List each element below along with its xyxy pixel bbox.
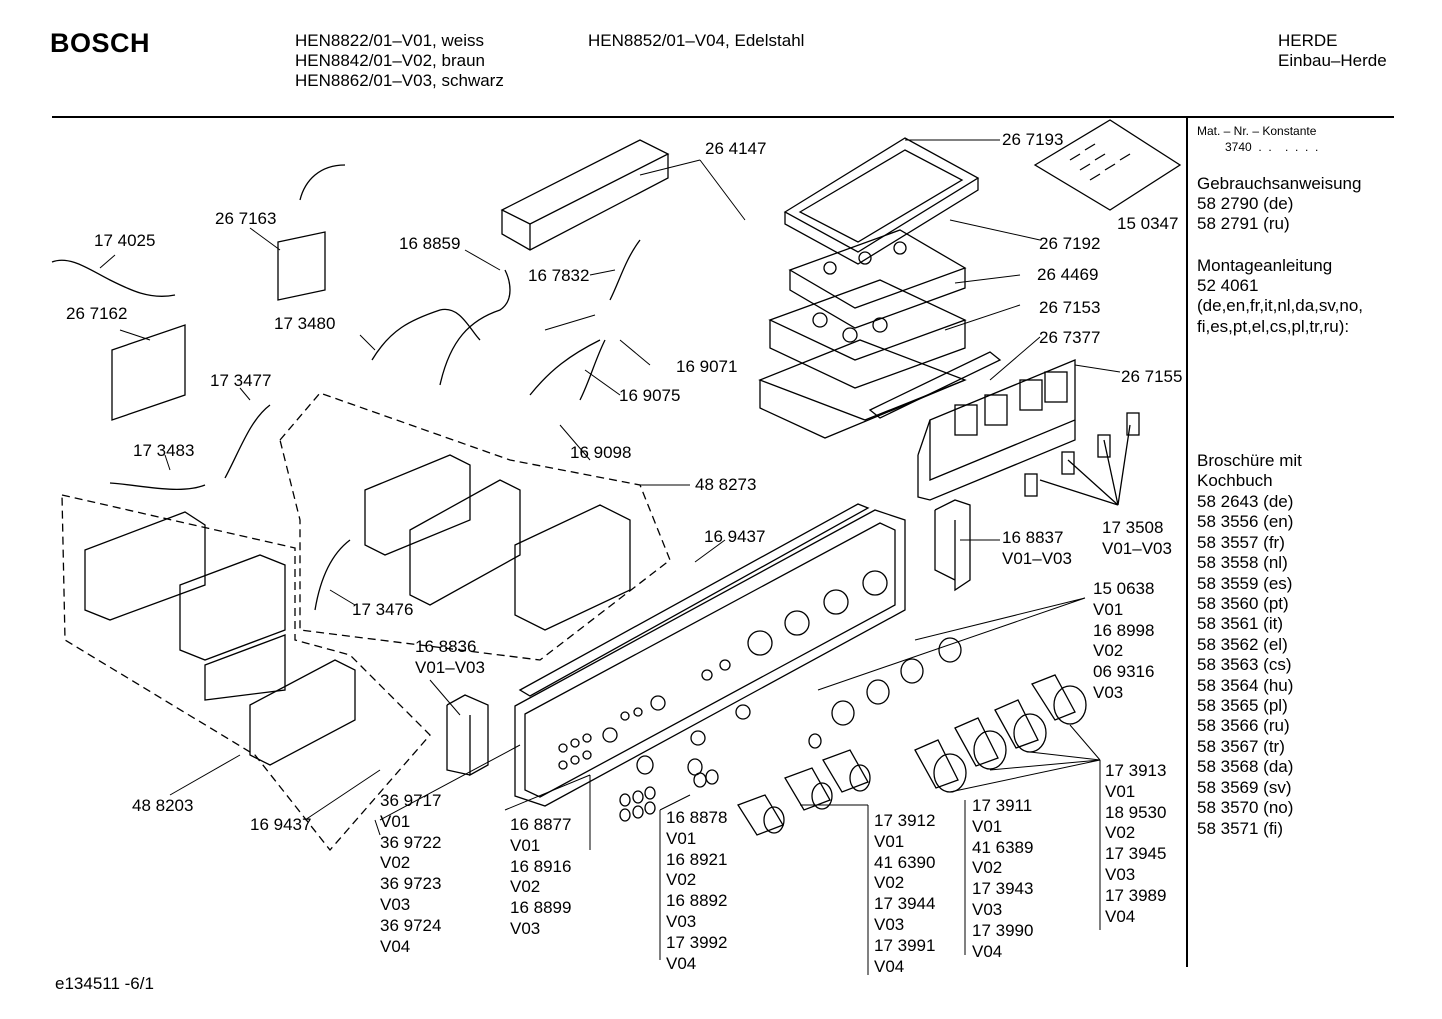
part-label-267377: 26 7377 [1039,328,1101,347]
part-label-173508: 17 3508 V01–V03 [1102,518,1172,558]
part-label-169098: 16 9098 [570,443,632,462]
brochure-list: 58 2643 (de) 58 3556 (en) 58 3557 (fr) 5… [1197,492,1294,838]
assembly-group-outlines [61,392,671,852]
part-label-173911: 17 3911 V01 41 6389 V02 17 3943 V03 17 3… [972,796,1034,961]
part-label-173913: 17 3913 V01 18 9530 V02 17 3945 V03 17 3… [1105,761,1167,926]
brand-logo: BOSCH [50,28,151,58]
part-label-169437-upper: 16 9437 [704,527,766,546]
switch-housing-part [768,279,967,389]
part-label-267162: 26 7162 [66,304,128,323]
part-label-150638: 15 0638 V01 16 8998 V02 06 9316 V03 [1093,579,1155,702]
part-label-173912: 17 3912 V01 41 6390 V02 17 3944 V03 17 3… [874,811,936,976]
wiring-harnesses [51,164,641,611]
control-panel-part [514,503,906,807]
drawing-id: e134511 -6/1 [55,974,154,993]
user-manual-title: Gebrauchsanweisung [1197,174,1362,193]
part-label-167832: 16 7832 [528,266,590,285]
clip-parts [1024,412,1140,506]
side-bracket-left [446,694,489,777]
part-label-267153: 26 7153 [1039,298,1101,317]
switch-modules [84,454,631,766]
part-label-264469: 26 4469 [1037,265,1099,284]
user-manual-list: 58 2790 (de) 58 2791 (ru) [1197,194,1294,234]
part-label-173477: 17 3477 [210,371,272,390]
part-label-169437-lower: 16 9437 [250,815,312,834]
part-label-168837: 16 8837 V01–V03 [1002,528,1072,568]
part-label-169071: 16 9071 [676,357,738,376]
part-label-168878: 16 8878 V01 16 8921 V02 16 8892 V03 17 3… [666,808,728,973]
part-label-264147: 26 4147 [705,139,767,158]
model-list-secondary: HEN8852/01–V04, Edelstahl [588,31,805,50]
assembly-instructions-list: 52 4061 (de,en,fr,it,nl,da,sv,no, fi,es,… [1197,276,1363,336]
appliance-category: HERDE Einbau–Herde [1278,31,1387,70]
switch-holder-part [788,229,967,329]
part-label-267163: 26 7163 [215,209,277,228]
part-label-168859: 16 8859 [399,234,461,253]
control-knobs [737,674,1087,836]
knob-rings [619,637,962,822]
part-label-150347: 15 0347 [1117,214,1179,233]
brochure-title: Broschüre mit Kochbuch [1197,451,1302,491]
part-label-173476: 17 3476 [352,600,414,619]
part-label-169075: 16 9075 [619,386,681,405]
top-frame-part [783,137,980,265]
side-bracket-right [934,499,971,592]
part-label-174025: 17 4025 [94,231,156,250]
part-label-369717: 36 9717 V01 36 9722 V02 36 9723 V03 36 9… [380,791,442,956]
circuit-boards [111,231,326,421]
part-label-267192: 26 7192 [1039,234,1101,253]
part-label-267193: 26 7193 [1002,130,1064,149]
top-bracket-part [500,139,670,251]
part-label-168836: 16 8836 V01–V03 [415,637,485,677]
bottom-tray-part [758,339,967,439]
material-number-value: 3740 . . . . . . [1225,140,1319,154]
header-divider [52,116,1394,118]
material-number-title: Mat. – Nr. – Konstante [1197,124,1317,138]
leader-lines [99,139,1121,975]
part-label-488273: 48 8273 [695,475,757,494]
rear-plate-part [868,351,1076,501]
model-list: HEN8822/01–V01, weiss HEN8842/01–V02, br… [295,31,504,90]
part-label-267155: 26 7155 [1121,367,1183,386]
part-label-488203: 48 8203 [132,796,194,815]
screw-bag-part [1033,119,1182,211]
assembly-instructions-title: Montageanleitung [1197,256,1333,275]
part-label-173483: 17 3483 [133,441,195,460]
part-label-168877: 16 8877 V01 16 8916 V02 16 8899 V03 [510,815,572,938]
part-label-173480: 17 3480 [274,314,336,333]
sidebar-divider [1186,117,1188,967]
